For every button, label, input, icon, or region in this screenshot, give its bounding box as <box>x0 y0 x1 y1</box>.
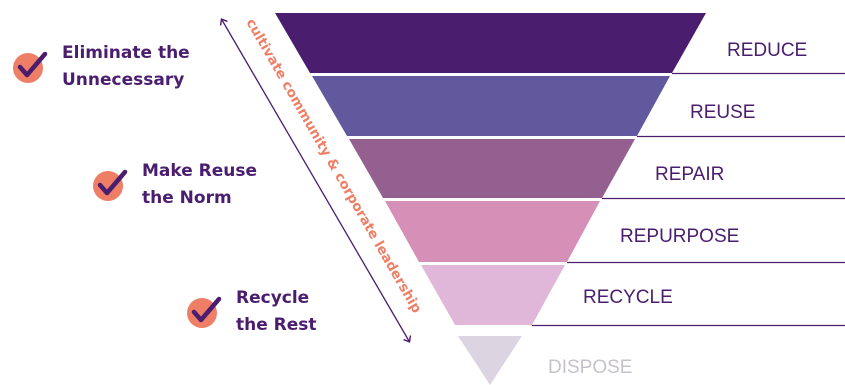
tier-label-dispose: DISPOSE <box>548 357 632 378</box>
tier-recycle <box>421 265 565 325</box>
goal-line-1: Eliminate the <box>62 43 190 63</box>
goal-text: Eliminate the Unnecessary <box>62 40 190 94</box>
tier-reuse <box>312 76 670 136</box>
leadership-arrow <box>219 18 412 343</box>
checkmark-icon <box>187 296 222 328</box>
tier-label-repair: REPAIR <box>655 164 724 185</box>
checkmark-icon <box>13 51 48 83</box>
tier-reduce <box>275 13 706 73</box>
tier-repurpose <box>385 201 600 262</box>
goal-line-2: Unnecessary <box>62 70 185 90</box>
goal-line-2: the Norm <box>142 188 232 208</box>
tier-label-reduce: REDUCE <box>727 40 807 61</box>
tier-label-reuse: REUSE <box>690 102 755 123</box>
tier-label-recycle: RECYCLE <box>583 287 673 308</box>
tier-repair <box>349 139 635 198</box>
tier-label-repurpose: REPURPOSE <box>620 226 739 247</box>
goal-eliminate: Eliminate the Unnecessary <box>12 40 190 94</box>
checkmark-icon <box>93 169 128 201</box>
tier-dispose <box>458 336 522 385</box>
